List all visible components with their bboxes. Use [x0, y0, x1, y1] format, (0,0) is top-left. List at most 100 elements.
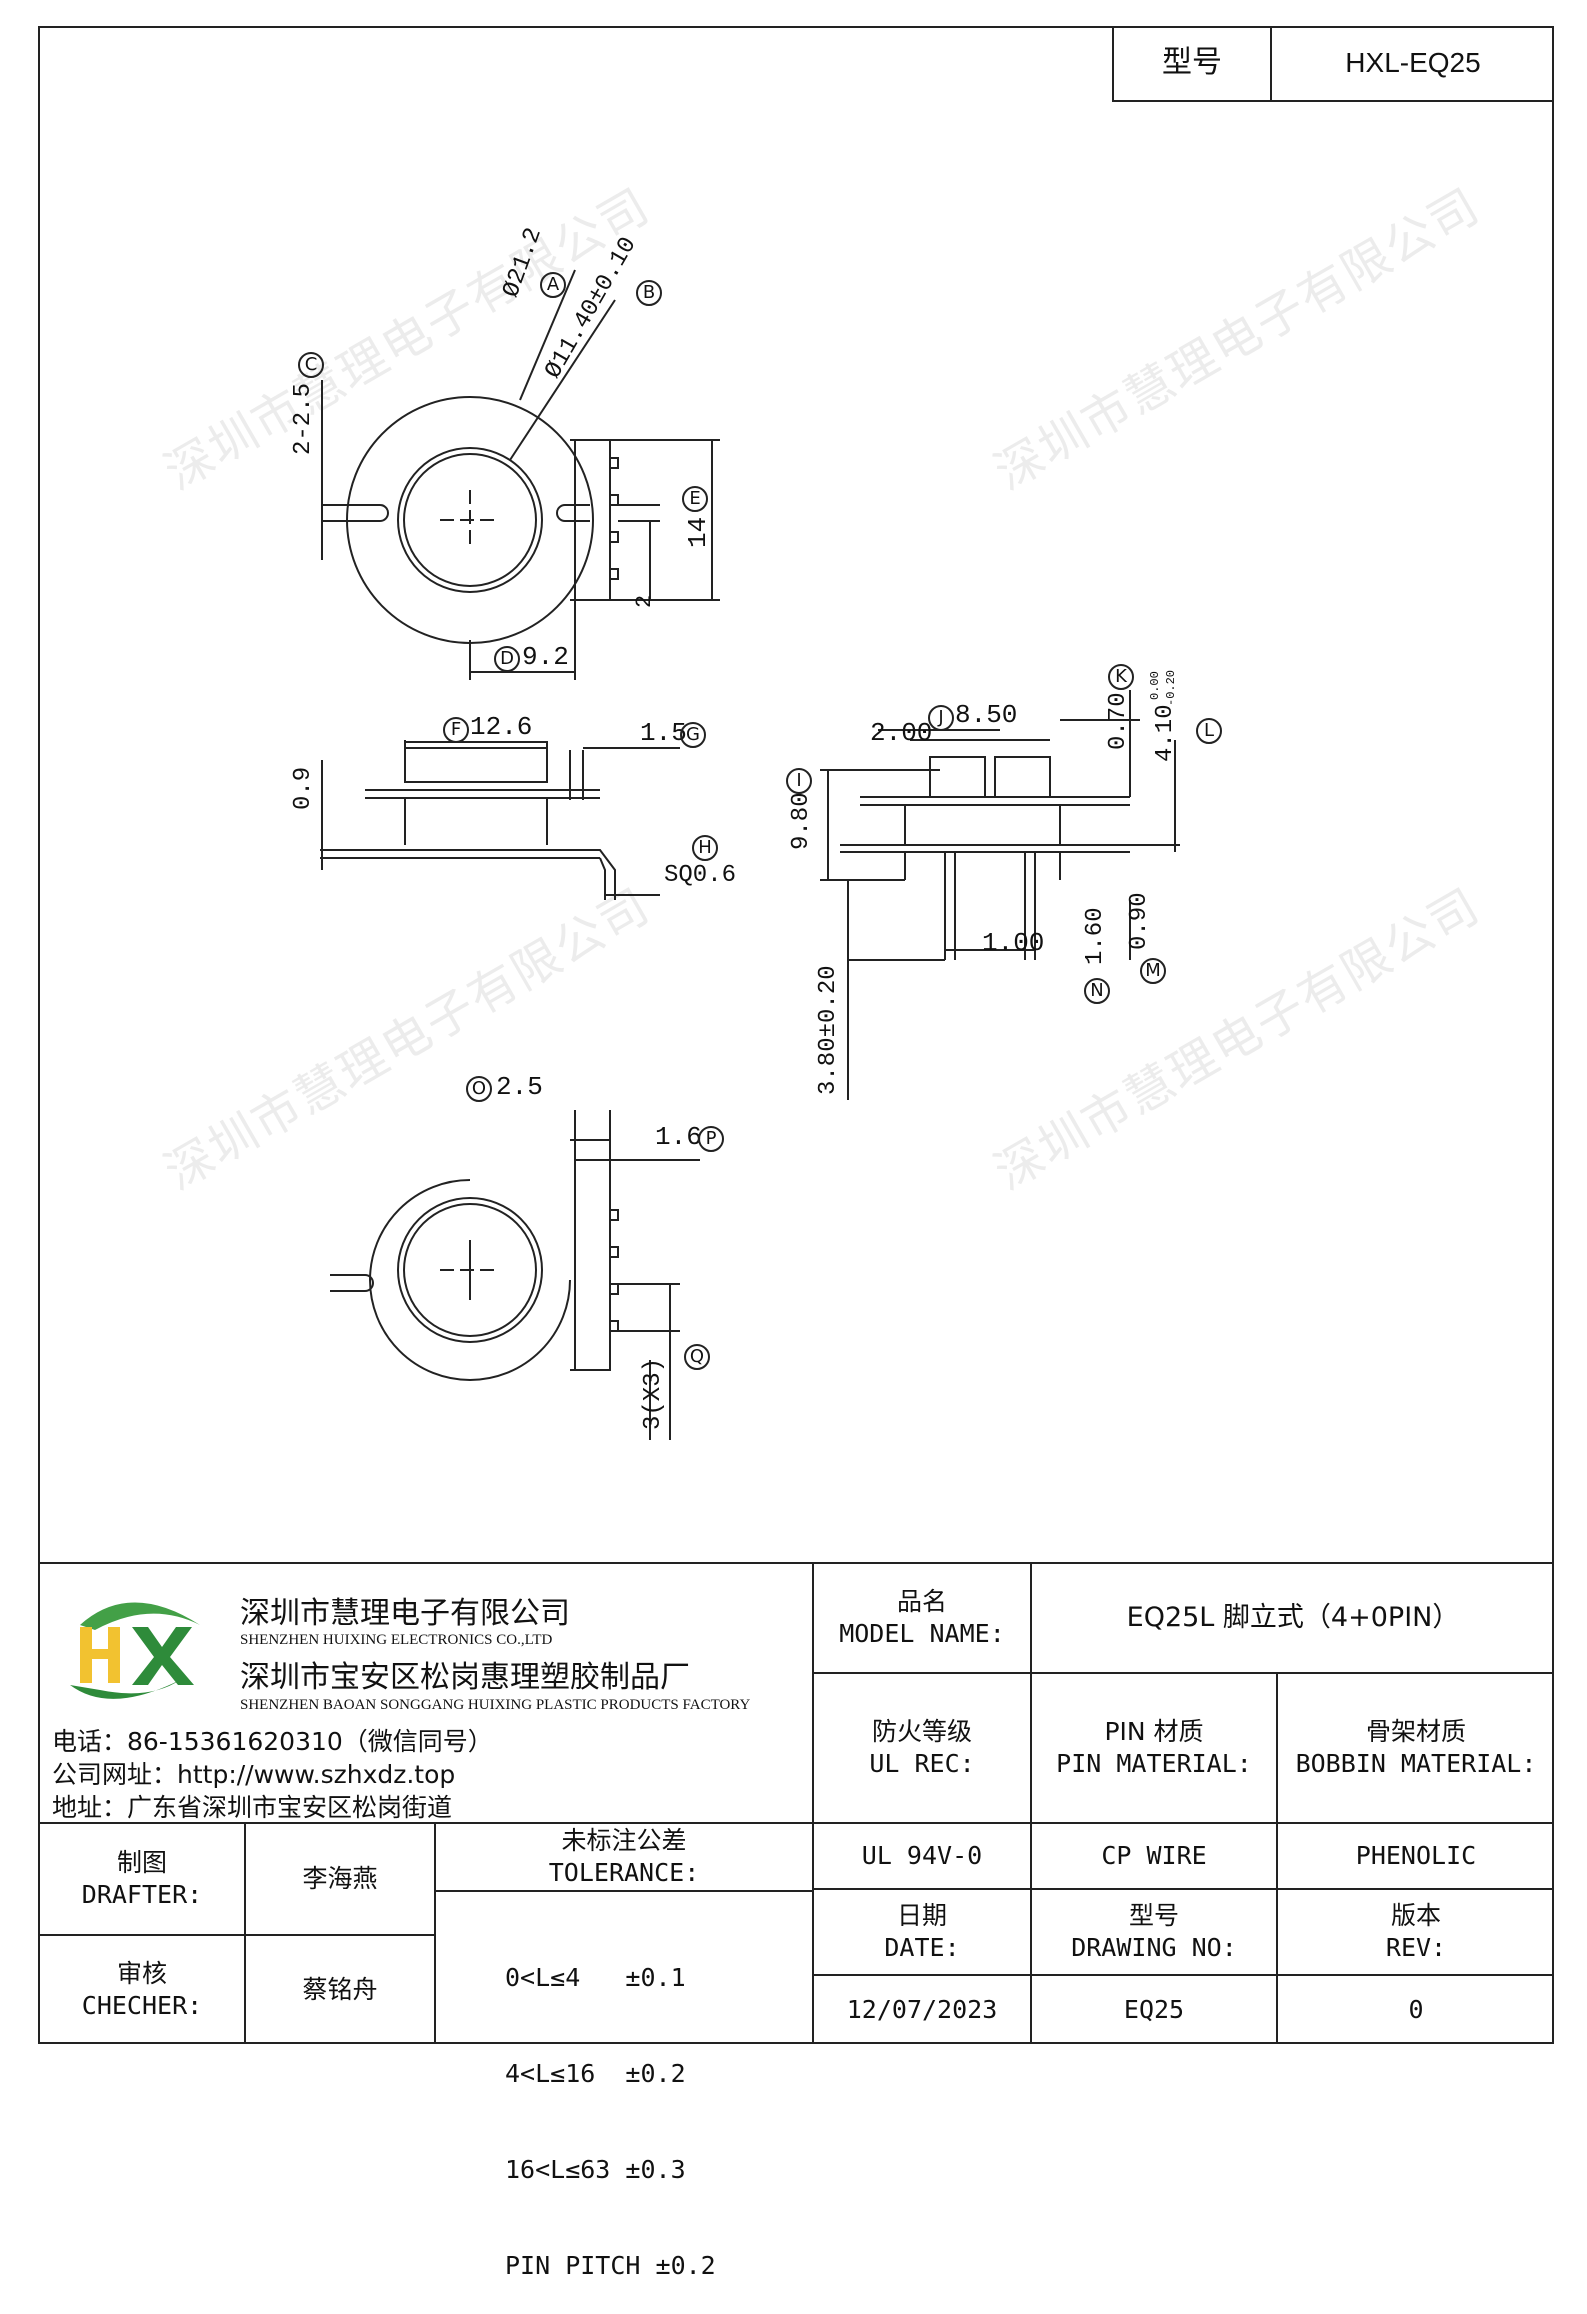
tolerance-table: 0<L≤4 ±0.1 4<L≤16 ±0.2 16<L≤63 ±0.3 PIN …	[505, 1898, 716, 2314]
company-logo-icon	[70, 1602, 200, 1699]
dim-e-letter: E	[682, 486, 708, 512]
rev-value: 0	[1408, 1995, 1424, 2024]
tolerance-line-2: 4<L≤16 ±0.2	[505, 2059, 686, 2088]
dim-l-tol-bottom: -0.20	[1164, 669, 1178, 706]
model-name-value: EQ25L 脚立式（4+0PIN）	[1126, 1602, 1460, 1633]
company-website: 公司网址：http://www.szhxdz.top	[52, 1760, 456, 1789]
tolerance-line-3: 16<L≤63 ±0.3	[505, 2155, 686, 2184]
dim-p-letter: P	[698, 1126, 724, 1152]
factory-name-en: SHENZHEN BAOAN SONGGANG HUIXING PLASTIC …	[240, 1697, 751, 1713]
tb-vline-col2	[1276, 1672, 1278, 2044]
drafter-label: 制图 DRAFTER:	[40, 1824, 244, 1934]
dim-k-label: 0.70	[1105, 692, 1132, 750]
dim-200-label: 2.00	[870, 718, 933, 748]
factory-name-cn: 深圳市宝安区松岗惠理塑胶制品厂	[240, 1660, 690, 1695]
dim-h-label: SQ0.6	[664, 862, 737, 889]
drafter-en: DRAFTER:	[81, 1880, 203, 1909]
technical-drawing	[320, 269, 1180, 1440]
tolerance-line-4: PIN PITCH ±0.2	[505, 2251, 716, 2280]
rev-cn: 版本	[1390, 1901, 1441, 1930]
header-model-label: 型号	[1162, 45, 1222, 80]
company-name-cn: 深圳市慧理电子有限公司	[240, 1596, 570, 1631]
drafter-cn: 制图	[116, 1848, 167, 1877]
ul-cn: 防火等级	[871, 1717, 972, 1746]
company-name-en: SHENZHEN HUIXING ELECTRONICS CO.,LTD	[240, 1632, 553, 1648]
ul-label: 防火等级 UL REC:	[814, 1674, 1030, 1822]
titleblock-top	[38, 1562, 1554, 1564]
front-view	[820, 690, 1180, 1100]
tb-vline-col1	[1030, 1562, 1032, 2044]
drawing-no-label: 型号 DRAWING NO:	[1032, 1890, 1276, 1974]
checker-name: 蔡铭舟	[302, 1975, 378, 2004]
checker-en: CHECHER:	[81, 1991, 203, 2020]
tb-vline-drafter	[244, 1822, 246, 2044]
dim-100-label: 1.00	[982, 928, 1045, 958]
checker-cn: 审核	[116, 1959, 167, 1988]
header-model-box	[1112, 26, 1554, 102]
tolerance-en: TOLERANCE:	[548, 1858, 700, 1887]
tolerance-label: 未标注公差 TOLERANCE:	[436, 1824, 812, 1890]
drawing-no-en: DRAWING NO:	[1071, 1933, 1237, 1962]
dim-l-label: 4.10	[1152, 704, 1179, 762]
drafter-name: 李海燕	[302, 1864, 378, 1893]
dim-i-letter: I	[786, 768, 812, 794]
dim-k-letter: K	[1108, 664, 1134, 690]
dim-d-label: 9.2	[522, 642, 569, 672]
checker-label: 审核 CHECHER:	[40, 1936, 244, 2044]
pin-cn: PIN 材质	[1104, 1717, 1204, 1746]
dim-n-letter: N	[1084, 978, 1110, 1004]
dim-n-label: 1.60	[1082, 907, 1109, 965]
pin-en: PIN MATERIAL:	[1056, 1749, 1252, 1778]
date-value: 12/07/2023	[846, 1995, 998, 2024]
tb-vline-names	[434, 1822, 436, 2044]
ul-value: UL 94V-0	[861, 1841, 983, 1870]
model-name-en: MODEL NAME:	[839, 1619, 1005, 1648]
bobbin-en: BOBBIN MATERIAL:	[1295, 1749, 1537, 1778]
dim-l-letter: L	[1196, 718, 1222, 744]
company-phone: 电话：86-15361620310（微信同号）	[52, 1727, 493, 1756]
bottom-view	[330, 1110, 700, 1440]
dim-p-label: 1.6	[655, 1122, 702, 1152]
tb-hline-tol	[434, 1890, 812, 1892]
dim-d-letter: D	[494, 646, 520, 672]
tb-hline-3	[812, 1888, 1554, 1890]
bobbin-material-label: 骨架材质 BOBBIN MATERIAL:	[1278, 1674, 1554, 1822]
header-model-value: HXL-EQ25	[1345, 47, 1481, 78]
drawing-frame	[38, 26, 1554, 2044]
tolerance-cn: 未标注公差	[561, 1826, 687, 1855]
dim-o-label: 2.5	[496, 1072, 543, 1102]
dim-f-label: 12.6	[470, 712, 533, 742]
dim-e-label: 14	[683, 516, 713, 548]
top-view	[321, 269, 720, 680]
dim-380-label: 3.80±0.20	[815, 965, 842, 1095]
date-cn: 日期	[896, 1901, 947, 1930]
dim-c-letter: C	[298, 352, 324, 378]
date-en: DATE:	[884, 1933, 960, 1962]
pin-value: CP WIRE	[1101, 1841, 1207, 1870]
dim-09-label: 0.9	[290, 766, 317, 810]
dim-l-tol-top: 0.00	[1148, 671, 1162, 700]
rev-en: REV:	[1385, 1933, 1447, 1962]
dim-m-letter: M	[1140, 958, 1166, 984]
tb-hline-1	[812, 1672, 1554, 1674]
company-address: 地址：广东省深圳市宝安区松岗街道	[52, 1793, 453, 1822]
dim-g-letter: G	[680, 722, 706, 748]
drawing-no-cn: 型号	[1128, 1901, 1179, 1930]
dim-f-letter: F	[443, 717, 469, 743]
dim-g-label: 1.5	[640, 718, 687, 748]
dim-h-letter: H	[692, 835, 718, 861]
tb-hline-2	[38, 1822, 1554, 1824]
dim-i-label: 9.80	[788, 792, 815, 850]
dim-m-label: 0.90	[1126, 892, 1153, 950]
dim-b-letter: B	[636, 280, 662, 306]
tb-hline-drafter	[38, 1934, 434, 1936]
date-label: 日期 DATE:	[814, 1890, 1030, 1974]
model-name-label: 品名 MODEL NAME:	[814, 1564, 1030, 1672]
tb-vline-company	[812, 1562, 814, 2044]
dim-q-label: 3(X3)	[640, 1357, 667, 1430]
drawing-no-value: EQ25	[1123, 1995, 1185, 2024]
bobbin-cn: 骨架材质	[1365, 1717, 1466, 1746]
ul-en: UL REC:	[869, 1749, 975, 1778]
dim-c-label: 2-2.5	[290, 382, 317, 455]
dim-a-letter: A	[540, 272, 566, 298]
